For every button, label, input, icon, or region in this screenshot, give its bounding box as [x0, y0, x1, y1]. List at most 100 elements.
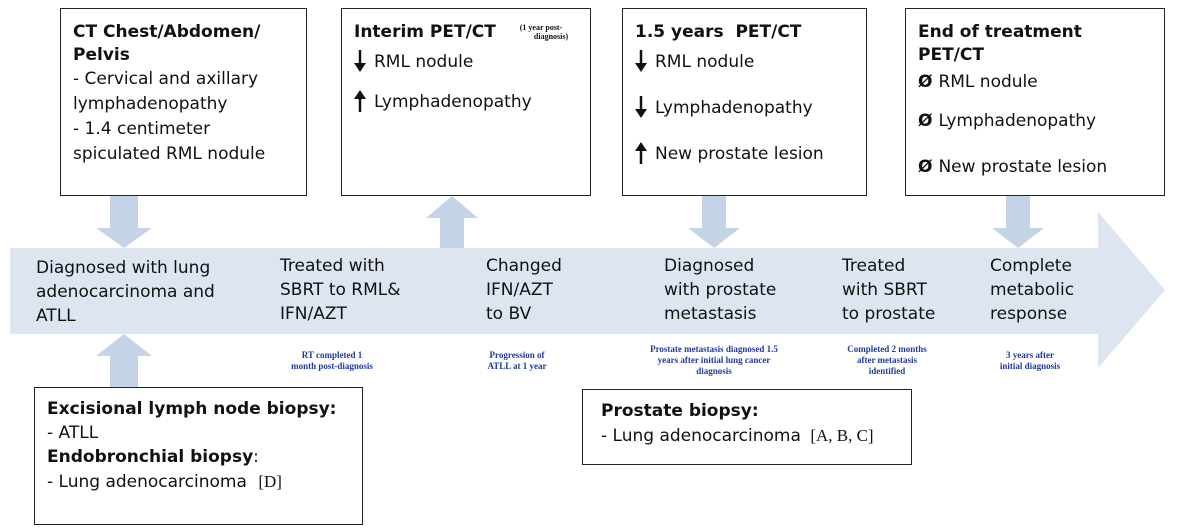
timeline-caption: 3 years after initial diagnosis [980, 350, 1080, 372]
ct-scan-box: CT Chest/Abdomen/ Pelvis - Cervical and … [60, 8, 307, 196]
biopsy-title-2-row: Endobronchial biopsy: [47, 446, 350, 469]
event-line: Treated with [280, 256, 385, 276]
event-line: Diagnosed [664, 256, 755, 276]
connector-arrow-pet15 [688, 196, 740, 248]
biopsy-line-2: - Lung adenocarcinoma [47, 472, 247, 492]
end-row-text: RML nodule [938, 72, 1038, 92]
pet15-row: New prostate lesion [635, 134, 854, 174]
caption-line: ATLL at 1 year [487, 361, 547, 371]
timeline-event: Changed IFN/AZT to BV [486, 254, 562, 326]
timeline-event: Complete metabolic response [990, 254, 1074, 326]
event-line: metabolic [990, 280, 1075, 300]
interim-row: Lymphadenopathy [354, 82, 578, 122]
interim-note-1: (1 year post- [519, 23, 563, 32]
timeline-event: Diagnosed with prostate metastasis [664, 254, 776, 326]
pet15-box-title: 1.5 years PET/CT [635, 22, 802, 42]
timeline-caption: Prostate metastasis diagnosed 1.5 years … [616, 344, 812, 377]
interim-pet-box: Interim PET/CT (1 year post- diagnosis) … [341, 8, 591, 196]
timeline-caption: RT completed 1 month post-diagnosis [262, 350, 402, 372]
pet15-row-text: New prostate lesion [655, 144, 824, 164]
caption-line: 3 years after [1006, 350, 1054, 360]
end-row: Ø New prostate lesion [918, 145, 1152, 189]
event-line: with SBRT [842, 280, 927, 300]
end-row-text: New prostate lesion [938, 157, 1108, 177]
event-line: Complete [990, 256, 1072, 276]
biopsy-title-2: Endobronchial biopsy [47, 447, 254, 467]
prostate-ref: [A, B, C] [810, 426, 874, 445]
biopsy-box: Excisional lymph node biopsy: - ATLL End… [34, 387, 363, 525]
event-line: IFN/AZT [486, 280, 553, 300]
biopsy-ref: [D] [258, 472, 282, 491]
connector-arrow-ct [96, 196, 152, 248]
event-line: Treated [842, 256, 906, 276]
connector-arrow-interim [426, 196, 478, 248]
ct-box-title-1: CT Chest/Abdomen/ [73, 22, 261, 42]
biopsy-line-1: - ATLL [47, 423, 99, 443]
interim-box-title: Interim PET/CT [354, 22, 496, 42]
caption-line: Completed 2 months [847, 344, 927, 354]
event-line: response [990, 304, 1068, 324]
event-line: adenocarcinoma and [36, 282, 215, 302]
pet-15yr-box: 1.5 years PET/CT RML nodule Lymphadenopa… [622, 8, 867, 196]
caption-line: diagnosis [696, 366, 732, 376]
timeline-event: Treated with SBRT to RML& IFN/AZT [280, 254, 401, 326]
event-line: metastasis [664, 304, 757, 324]
timeline-caption: Progression of ATLL at 1 year [462, 350, 572, 372]
empty-set-icon: Ø [918, 157, 933, 177]
interim-row-text: RML nodule [374, 52, 474, 72]
event-line: with prostate [664, 280, 777, 300]
event-line: IFN/AZT [280, 304, 347, 324]
connector-arrow-end [992, 196, 1044, 248]
biopsy-title-1: Excisional lymph node biopsy: [47, 399, 337, 419]
end-row: Ø RML nodule [918, 67, 1152, 97]
caption-line: Progression of [489, 350, 545, 360]
pet15-row-text: RML nodule [655, 52, 755, 72]
event-line: Changed [486, 256, 562, 276]
caption-line: Prostate metastasis diagnosed 1.5 [650, 344, 778, 354]
arrow-down-icon [635, 49, 647, 75]
pet15-row: RML nodule [635, 42, 854, 82]
interim-note-2: diagnosis) [533, 32, 569, 41]
pet15-row-text: Lymphadenopathy [655, 98, 813, 118]
arrow-down-icon [635, 95, 647, 121]
caption-line: initial diagnosis [999, 361, 1061, 371]
prostate-line-row: - Lung adenocarcinoma [A, B, C] [601, 423, 899, 449]
ct-box-line: spiculated RML nodule [73, 144, 266, 164]
end-box-title: End of treatment PET/CT [918, 22, 1082, 65]
caption-line: years after initial lung cancer [657, 355, 771, 365]
biopsy-line-2-row: - Lung adenocarcinoma [D] [47, 469, 350, 495]
biopsy-title-2-colon: : [253, 447, 259, 467]
empty-set-icon: Ø [918, 72, 933, 92]
prostate-line: - Lung adenocarcinoma [601, 426, 801, 446]
timeline-caption: Completed 2 months after metastasis iden… [828, 344, 946, 377]
caption-line: after metastasis [856, 355, 918, 365]
caption-line: month post-diagnosis [291, 361, 373, 371]
timeline-event: Diagnosed with lung adenocarcinoma and A… [36, 256, 215, 328]
end-row-text: Lymphadenopathy [938, 111, 1097, 131]
timeline-band-arrow [10, 212, 1165, 368]
prostate-biopsy-box: Prostate biopsy: - Lung adenocarcinoma [… [582, 389, 912, 465]
ct-box-line: - 1.4 centimeter [73, 119, 211, 139]
arrow-up-icon [635, 141, 647, 167]
event-line: to prostate [842, 304, 936, 324]
caption-line: RT completed 1 [301, 350, 363, 360]
ct-box-line: lymphadenopathy [73, 94, 228, 114]
event-line: ATLL [36, 306, 76, 326]
ct-box-line: - Cervical and axillary [73, 69, 259, 89]
interim-row: RML nodule [354, 42, 578, 82]
event-line: to BV [486, 304, 532, 324]
event-line: SBRT to RML& [280, 280, 401, 300]
event-line: Diagnosed with lung [36, 258, 211, 278]
prostate-title: Prostate biopsy: [601, 401, 759, 421]
end-row: Ø Lymphadenopathy [918, 97, 1152, 145]
arrow-down-icon [354, 49, 366, 75]
empty-set-icon: Ø [918, 111, 933, 131]
caption-line: identified [868, 366, 906, 376]
end-of-treatment-box: End of treatment PET/CT Ø RML nodule Ø L… [905, 8, 1165, 196]
ct-box-title-2: Pelvis [73, 45, 130, 65]
timeline-event: Treated with SBRT to prostate [842, 254, 935, 326]
pet15-row: Lymphadenopathy [635, 88, 854, 128]
interim-row-text: Lymphadenopathy [374, 92, 532, 112]
connector-arrow-biopsy [96, 334, 152, 387]
